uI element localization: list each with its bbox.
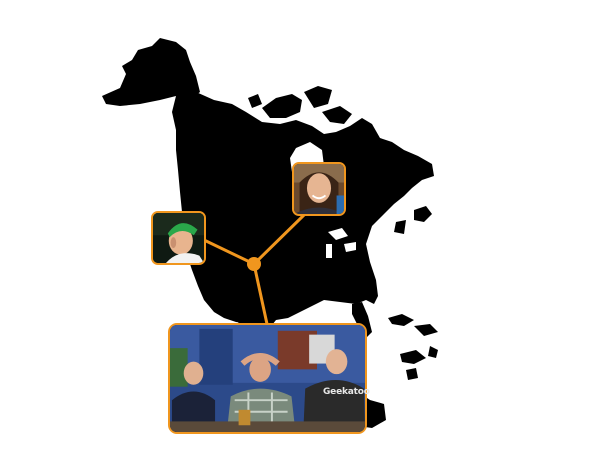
participant-left-image [153, 213, 204, 263]
connector-line-right [252, 213, 306, 266]
connector-line-main [252, 262, 269, 326]
group-video-image [170, 325, 365, 432]
alaska-landmass [102, 38, 200, 106]
participant-thumbnail-right[interactable] [292, 162, 346, 216]
participant-right-image [294, 164, 344, 214]
arctic-islands [262, 94, 302, 118]
connector-hub [247, 257, 261, 271]
participant-thumbnail-left[interactable] [151, 211, 206, 265]
florida [352, 302, 372, 338]
connector-line-left [202, 238, 256, 266]
participant-video-main[interactable] [168, 323, 367, 434]
